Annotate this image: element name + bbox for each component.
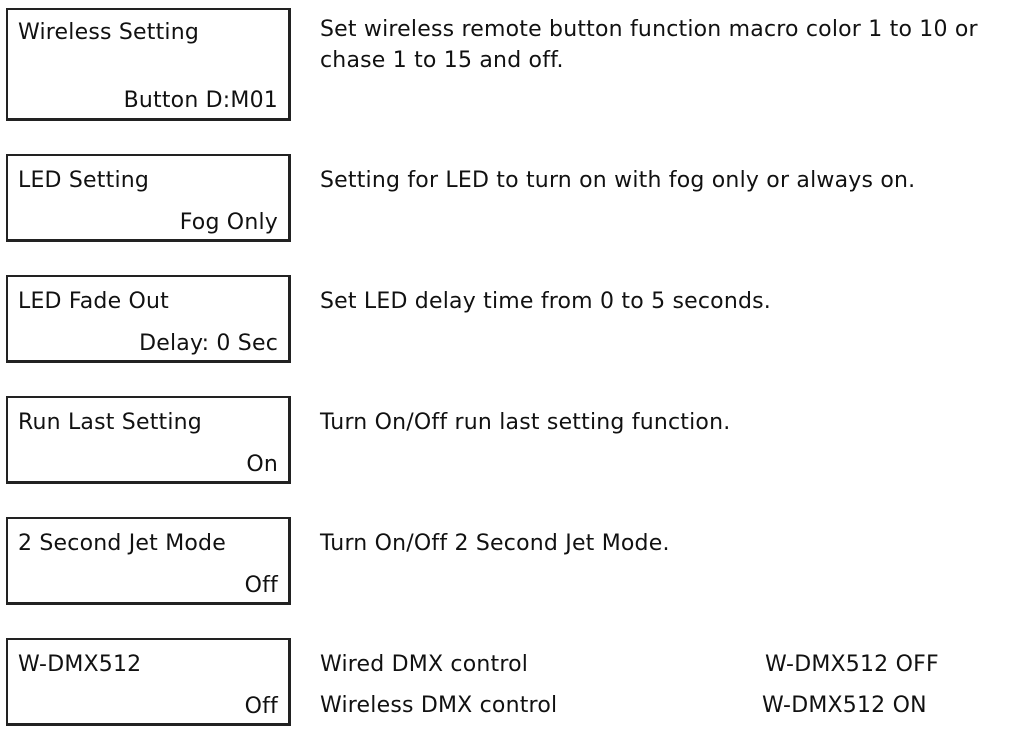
dmx-option-label-wired: Wired DMX control [320, 652, 529, 677]
lcd-display-led-fade-out: LED Fade Out Delay: 0 Sec [6, 275, 291, 363]
lcd-display-led-setting: LED Setting Fog Only [6, 154, 291, 242]
dmx-option-setting-wired: W-DMX512 OFF [765, 652, 939, 677]
setting-description: Turn On/Off run last setting function. [320, 410, 731, 435]
lcd-value: On [246, 452, 278, 477]
lcd-value: Off [244, 694, 278, 719]
lcd-title: LED Setting [18, 168, 150, 193]
setting-description: Set wireless remote button function macr… [320, 17, 978, 73]
setting-description: Set LED delay time from 0 to 5 seconds. [320, 289, 771, 314]
lcd-value: Off [244, 573, 278, 598]
lcd-display-w-dmx512: W-DMX512 Off [6, 638, 291, 726]
lcd-value: Button D:M01 [123, 88, 278, 113]
lcd-value: Fog Only [179, 210, 278, 235]
lcd-title: Run Last Setting [18, 410, 202, 435]
dmx-option-setting-wireless: W-DMX512 ON [762, 693, 927, 718]
dmx-option-label-wireless: Wireless DMX control [320, 693, 558, 718]
lcd-display-wireless-setting: Wireless Setting Button D:M01 [6, 8, 291, 121]
lcd-display-jet-mode: 2 Second Jet Mode Off [6, 517, 291, 605]
lcd-title: W-DMX512 [18, 652, 142, 677]
lcd-title: Wireless Setting [18, 20, 200, 45]
lcd-value: Delay: 0 Sec [139, 331, 278, 356]
setting-description: Turn On/Off 2 Second Jet Mode. [320, 531, 670, 556]
lcd-display-run-last-setting: Run Last Setting On [6, 396, 291, 484]
lcd-title: LED Fade Out [18, 289, 169, 314]
lcd-title: 2 Second Jet Mode [18, 531, 226, 556]
setting-description: Setting for LED to turn on with fog only… [320, 168, 916, 193]
